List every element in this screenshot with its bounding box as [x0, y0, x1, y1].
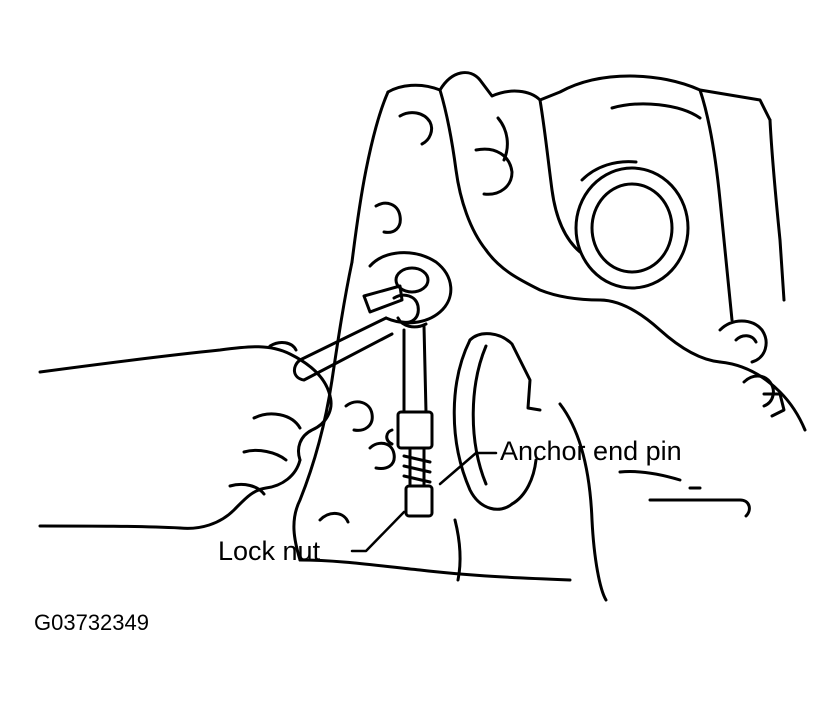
crankshaft-seal [574, 160, 690, 290]
band-ring [452, 332, 542, 511]
leader-anchor-end-pin [438, 451, 498, 486]
figure-id: G03732349 [34, 610, 149, 635]
hand [38, 341, 333, 530]
label-lock-nut: Lock nut [218, 536, 321, 566]
ratchet-wrench [293, 251, 453, 382]
callout-leaders [350, 451, 498, 553]
engine-block-outline [292, 71, 807, 602]
label-anchor-end-pin: Anchor end pin [500, 436, 682, 466]
leader-lock-nut [350, 510, 406, 553]
adjusting-screw-assembly [385, 324, 434, 518]
